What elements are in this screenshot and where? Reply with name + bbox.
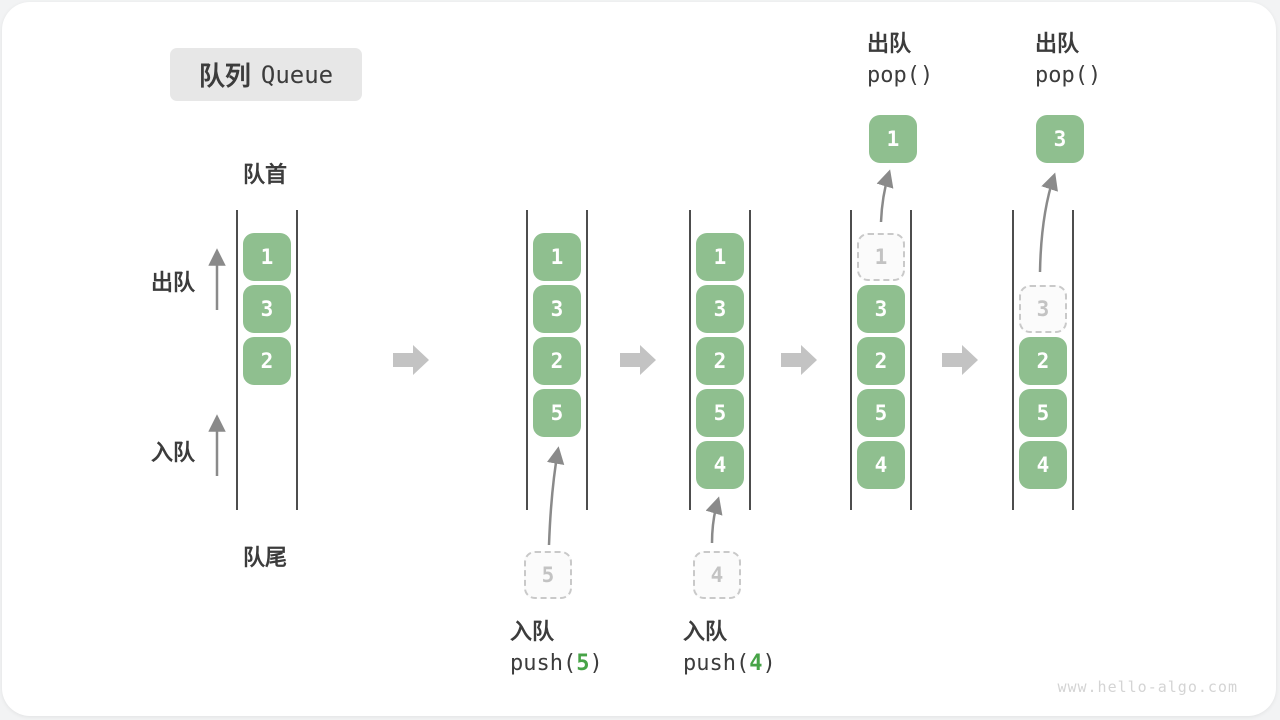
state-5-op-action: 出队 xyxy=(1035,31,1080,56)
queue-rear-label: 队尾 xyxy=(243,545,288,570)
state-3-queue-wall-left xyxy=(689,210,691,510)
state-2-element-1: 1 xyxy=(533,233,581,281)
state-3-queue-wall-right xyxy=(749,210,751,510)
enqueue-side-label: 入队 xyxy=(151,440,196,465)
title-chinese: 队列 xyxy=(198,61,251,91)
state-2-op-label: 入队 push(5) xyxy=(510,616,603,680)
state-4-queue-wall-left xyxy=(850,210,852,510)
state-3-op-label: 入队 push(4) xyxy=(683,616,776,680)
state-5-op-code: pop() xyxy=(1035,63,1102,88)
state-4-queue-wall-right xyxy=(910,210,912,510)
state-3-incoming-element: 4 xyxy=(693,551,741,599)
state-3-element-1: 1 xyxy=(696,233,744,281)
state-1-element-3: 3 xyxy=(243,285,291,333)
queue-front-label: 队首 xyxy=(243,162,288,187)
state-3-element-5: 5 xyxy=(696,389,744,437)
state-4-outgoing-element: 1 xyxy=(869,115,917,163)
state-1-element-1: 1 xyxy=(243,233,291,281)
state-1-queue-wall-left xyxy=(236,210,238,510)
state-5-element-4: 4 xyxy=(1019,441,1067,489)
state-3-element-4: 4 xyxy=(696,441,744,489)
state-4-op-label: 出队 pop() xyxy=(867,28,933,92)
watermark: www.hello-algo.com xyxy=(1057,678,1238,696)
state-3-op-code: push(4) xyxy=(683,651,776,676)
title-english: Queue xyxy=(260,60,334,89)
diagram-title-box: 队列 Queue xyxy=(170,48,362,101)
state-4-element-1: 1 xyxy=(857,233,905,281)
state-2-op-action: 入队 xyxy=(510,619,555,644)
state-1-element-2: 2 xyxy=(243,337,291,385)
state-5-queue-wall-left xyxy=(1012,210,1014,510)
state-4-element-4: 4 xyxy=(857,441,905,489)
state-2-op-arg: 5 xyxy=(576,651,590,676)
state-5-element-2: 2 xyxy=(1019,337,1067,385)
state-1-queue-wall-right xyxy=(296,210,298,510)
state-3-element-3: 3 xyxy=(696,285,744,333)
state-2-element-3: 3 xyxy=(533,285,581,333)
state-4-element-5: 5 xyxy=(857,389,905,437)
state-2-op-code: push(5) xyxy=(510,651,603,676)
state-2-incoming-element: 5 xyxy=(524,551,572,599)
state-4-op-action: 出队 xyxy=(867,31,912,56)
state-5-op-label: 出队 pop() xyxy=(1035,28,1101,92)
state-2-queue-wall-left xyxy=(526,210,528,510)
state-4-op-code: pop() xyxy=(867,63,934,88)
state-5-element-5: 5 xyxy=(1019,389,1067,437)
state-2-queue-wall-right xyxy=(586,210,588,510)
state-2-element-5: 5 xyxy=(533,389,581,437)
state-5-outgoing-element: 3 xyxy=(1036,115,1084,163)
state-2-element-2: 2 xyxy=(533,337,581,385)
state-5-queue-wall-right xyxy=(1072,210,1074,510)
dequeue-side-label: 出队 xyxy=(151,270,196,295)
state-3-op-arg: 4 xyxy=(749,651,763,676)
state-3-element-2: 2 xyxy=(696,337,744,385)
state-4-element-2: 2 xyxy=(857,337,905,385)
state-4-element-3: 3 xyxy=(857,285,905,333)
state-5-element-3: 3 xyxy=(1019,285,1067,333)
state-3-op-action: 入队 xyxy=(683,619,728,644)
